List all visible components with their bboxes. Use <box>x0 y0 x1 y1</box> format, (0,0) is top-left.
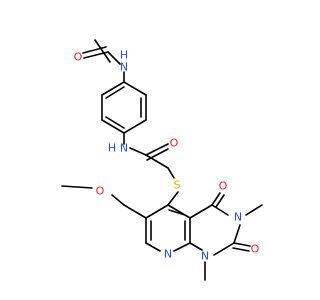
atom-o-acetyl: O <box>74 51 83 64</box>
atom-h-amide: H <box>108 142 116 155</box>
atom-n-amide: N <box>120 142 128 155</box>
bond-carbonyl-ch2 <box>145 154 169 169</box>
bond-n-carbonyl <box>129 147 147 156</box>
bond-carbonyl-o-1 <box>83 51 109 59</box>
molecule-structure-diagram: O N H N H O S O O N O N N <box>61 39 263 281</box>
core-bond-c5-c6 <box>145 204 169 219</box>
ring-bond-3 <box>123 119 147 134</box>
bond-ch2-o <box>111 194 125 206</box>
atom-s-thioether: S <box>174 179 181 192</box>
atom-n1: N <box>201 250 209 263</box>
pyridopyrimidine-core <box>145 191 263 281</box>
bond-c2-o-double <box>232 247 250 252</box>
atom-o-amide: O <box>170 137 179 150</box>
bond-c4-o <box>211 192 221 206</box>
core-bond-c4a-c5-double <box>168 209 186 216</box>
bond-carbonyl-o-2 <box>82 46 107 54</box>
atom-o-c4: O <box>219 180 228 193</box>
atom-n3: N <box>234 211 242 224</box>
core-bond-n3-c2 <box>233 224 241 244</box>
core-bond-c2-n1 <box>213 242 235 256</box>
amide-linker <box>129 143 175 179</box>
bond-n3-methyl <box>245 204 263 216</box>
ring-bond-4-double <box>105 116 125 129</box>
atom-o-c2: O <box>251 243 260 256</box>
bond-carbonyl-o-a <box>145 143 169 156</box>
bond-c6-ch2 <box>123 204 147 219</box>
atom-n-acetamide: N <box>120 61 128 74</box>
atom-o-methoxy: O <box>96 185 105 198</box>
core-bond-c4-n3 <box>211 204 229 216</box>
bond-s-c5 <box>167 191 179 206</box>
core-bond-c4a-c5 <box>167 204 191 219</box>
core-bond-n1-c8a <box>189 242 203 251</box>
core-bond-c4a-c4 <box>189 204 213 219</box>
atom-n8: N <box>164 248 172 261</box>
methoxymethyl-group <box>61 185 147 219</box>
bond-c2-o <box>233 242 251 247</box>
bond-c4-o-double <box>215 194 225 208</box>
acetyl-group <box>82 39 121 65</box>
core-bond-c7-n8 <box>145 242 161 252</box>
bond-o-methyl <box>61 185 93 189</box>
phenylene-ring <box>101 71 147 145</box>
bond-methyl-carbonyl <box>94 39 111 63</box>
ring-bond-4 <box>101 119 125 134</box>
atom-h-acetamide: H <box>120 49 128 62</box>
ring-bond-6-double <box>105 86 125 99</box>
ring-bond-1 <box>123 81 147 96</box>
core-bond-n8-c8a <box>173 242 191 252</box>
bond-carbonyl-n <box>107 51 121 65</box>
ring-bond-6 <box>101 81 125 96</box>
atom-labels: O N H N H O S O O N O N N <box>74 49 260 263</box>
bond-ch2-s <box>167 167 175 179</box>
